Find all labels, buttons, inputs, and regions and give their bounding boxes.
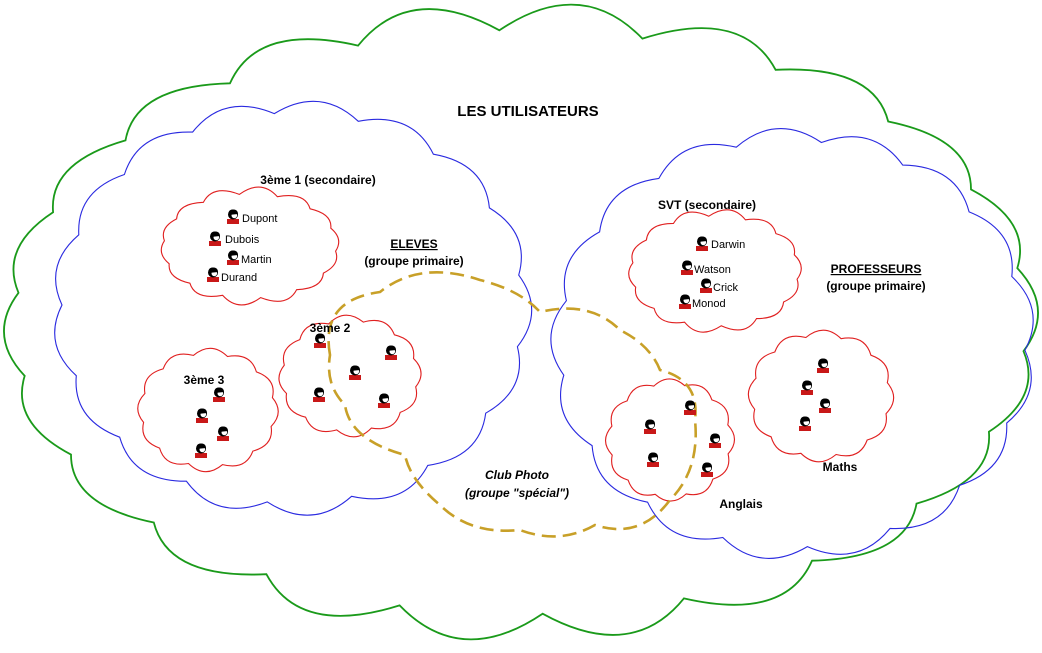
professeurs-cloud xyxy=(550,128,1034,559)
eleves-group-kind: (groupe primaire) xyxy=(364,254,463,268)
troisieme3-label: 3ème 3 xyxy=(184,373,225,387)
troisieme1-label: 3ème 1 (secondaire) xyxy=(260,173,375,187)
maths-cloud xyxy=(747,329,895,463)
user-icon xyxy=(709,433,721,448)
user-icon xyxy=(647,452,659,467)
troisieme2-cloud xyxy=(278,314,422,438)
user-icon xyxy=(696,236,708,251)
member-name: Martin xyxy=(241,254,272,266)
user-icon xyxy=(314,333,326,348)
user-icon xyxy=(817,358,829,373)
user-icon xyxy=(684,400,696,415)
user-icon xyxy=(701,462,713,477)
member-name: Dupont xyxy=(242,213,277,225)
user-icon xyxy=(313,387,325,402)
troisieme3-cloud xyxy=(137,347,279,473)
professeurs-group-name: PROFESSEURS xyxy=(831,262,922,276)
diagram-title: LES UTILISATEURS xyxy=(457,103,598,120)
outer-cloud-les-utilisateurs xyxy=(3,3,1039,641)
member-name: Darwin xyxy=(711,239,745,251)
member-name: Watson xyxy=(694,264,731,276)
member-name: Monod xyxy=(692,298,726,310)
user-icon xyxy=(819,398,831,413)
user-icon xyxy=(700,278,712,293)
professeurs-group-kind: (groupe primaire) xyxy=(826,279,925,293)
member-name: Durand xyxy=(221,272,257,284)
user-icon xyxy=(644,419,656,434)
user-icon xyxy=(799,416,811,431)
eleves-group-name: ELEVES xyxy=(390,237,437,251)
user-icon xyxy=(213,387,225,402)
member-name: Crick xyxy=(713,282,739,294)
user-icon xyxy=(681,260,693,275)
user-icon xyxy=(378,393,390,408)
club-photo-group-name: Club Photo xyxy=(485,468,549,482)
troisieme2-label: 3ème 2 xyxy=(310,321,351,335)
user-icon xyxy=(217,426,229,441)
member-name: Dubois xyxy=(225,234,260,246)
user-icon xyxy=(385,345,397,360)
club-photo-group-kind: (groupe "spécial") xyxy=(465,486,569,500)
eleves-cloud xyxy=(54,100,533,516)
user-icon xyxy=(195,443,207,458)
user-icon xyxy=(227,250,239,265)
troisieme1-cloud xyxy=(160,186,340,306)
user-icon xyxy=(349,365,361,380)
svt-label: SVT (secondaire) xyxy=(658,198,756,212)
club-photo-cloud xyxy=(327,271,697,538)
user-icon xyxy=(209,231,221,246)
anglais-cloud xyxy=(604,378,736,502)
user-icon xyxy=(679,294,691,309)
user-icon xyxy=(207,267,219,282)
svt-cloud xyxy=(628,209,802,333)
user-icon xyxy=(227,209,239,224)
maths-label: Maths xyxy=(823,460,858,474)
user-icon xyxy=(196,408,208,423)
anglais-label: Anglais xyxy=(719,497,763,511)
user-icon xyxy=(801,380,813,395)
